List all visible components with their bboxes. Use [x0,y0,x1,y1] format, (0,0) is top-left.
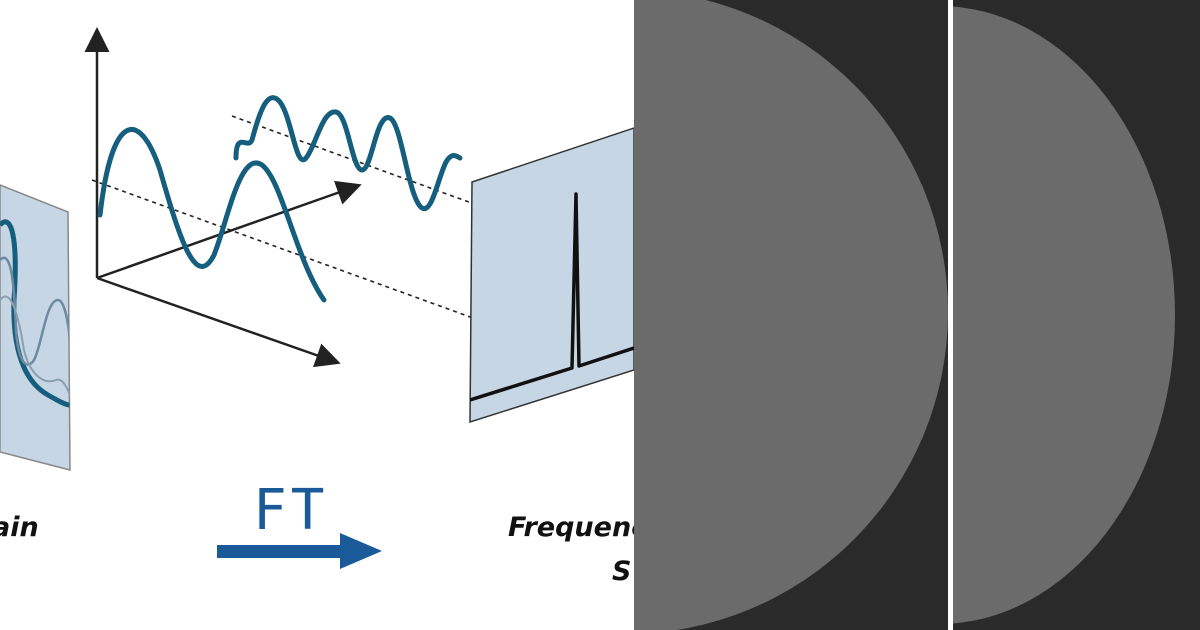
projection-line-lower [91,179,579,357]
axis-horizontal [96,276,341,368]
fourier-transform-diagram [0,27,634,569]
axis-depth [96,180,362,280]
frequency-domain-label: Frequenc [508,512,648,543]
time-domain-label: ain [0,512,39,543]
sine-wave-high-frequency [233,95,463,212]
gray-disc-right [953,6,1175,624]
ft-arrow [217,533,382,569]
frequency-domain-plane [469,127,634,424]
spectrum-label: S [612,556,632,587]
ft-label: FT [253,478,329,543]
dark-panel-right [953,0,1200,630]
dark-panel-left [634,0,948,630]
time-domain-signal [0,219,70,408]
panel-divider [948,0,953,630]
frequency-spectrum [470,192,634,402]
gray-disc-left [634,0,948,630]
sine-wave-low-frequency [97,127,327,303]
